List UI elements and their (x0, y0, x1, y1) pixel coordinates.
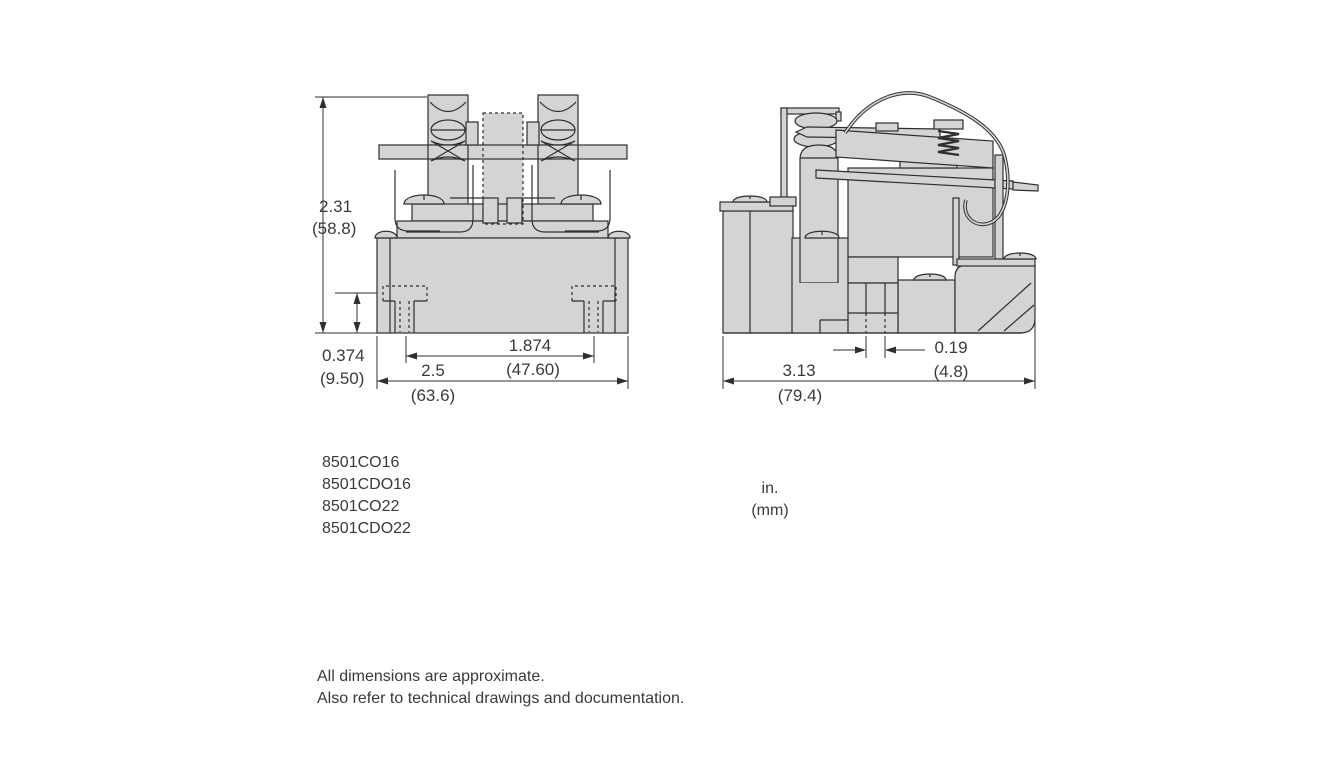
screw-arc-left (429, 101, 467, 113)
model-item: 8501CDO22 (322, 520, 411, 537)
housing-base (376, 237, 629, 334)
center-notch-left (482, 197, 499, 224)
chamfer-lines (977, 282, 1035, 332)
base-shelf (897, 279, 956, 334)
screw-arc-right (539, 101, 577, 113)
clamp-saddle-right (540, 140, 576, 162)
dim-front-height-mm: (58.8) (312, 219, 356, 238)
mount-boss (847, 282, 899, 334)
dim-side-depth-in: 3.13 (782, 361, 815, 380)
mounting-bar-fill (379, 145, 627, 159)
dim-front-width-in: 2.5 (421, 361, 445, 380)
lead-wire-core (844, 92, 1009, 226)
mount-slot-right (572, 300, 616, 333)
model-item: 8501CO16 (322, 454, 400, 471)
footer-line-2: Also refer to technical drawings and doc… (317, 690, 685, 707)
side-left-column (722, 210, 794, 334)
bracket-lip (835, 111, 842, 122)
dim-side-depth-mm: (79.4) (778, 386, 822, 405)
armature-rod-tip (1012, 181, 1039, 192)
bracket-foot (769, 196, 797, 207)
contact-post (799, 144, 839, 284)
dim-front-width: 2.5 (63.6) (376, 336, 629, 405)
dim-front-width-mm: (63.6) (411, 386, 455, 405)
model-list: 8501CO16 8501CDO16 8501CO22 8501CDO22 (322, 452, 411, 540)
side-view-drawing: 0.19 (4.8) 3.13 (79.4) (719, 91, 1039, 405)
dim-front-slot-height-in: 0.374 (322, 346, 365, 365)
footer-line-1: All dimensions are approximate. (317, 668, 545, 685)
corner-dome-right (607, 230, 631, 239)
dim-front-height-in: 2.31 (319, 197, 352, 216)
base-panel-lines (389, 238, 616, 333)
frame-line (565, 170, 611, 232)
coil-tab-left (465, 121, 479, 146)
coil-block-lower (847, 256, 899, 284)
clamp-saddle-left (430, 140, 466, 162)
units-inches: in. (761, 480, 779, 497)
dim-front-slot-height: 0.374 (9.50) (320, 292, 377, 388)
side-right-plate-top (956, 258, 1036, 267)
units-mm: (mm) (751, 502, 789, 519)
units-label: in. (mm) (728, 478, 812, 522)
armature-plate (835, 129, 994, 169)
mounting-bar (378, 144, 628, 160)
dim-side-slot-width-mm: (4.8) (934, 362, 969, 381)
housing-step-upper (411, 203, 594, 222)
mount-boss-lines (819, 283, 898, 333)
dim-side-depth: 3.13 (79.4) (722, 303, 1036, 405)
dim-front-slot-span-mm: (47.60) (506, 360, 560, 379)
dim-side-slot-width-in: 0.19 (934, 338, 967, 357)
mount-slot-hidden-left (382, 285, 428, 332)
housing-step-lower (396, 220, 609, 239)
dim-front-slot-height-mm: (9.50) (320, 369, 364, 388)
model-item: 8501CDO16 (322, 476, 411, 493)
model-item: 8501CO22 (322, 498, 400, 515)
adjust-spring (937, 129, 960, 157)
dim-front-slot-span-in: 1.874 (509, 336, 552, 355)
frame-line (406, 165, 474, 233)
side-inner-plate (952, 197, 960, 266)
footer-note: All dimensions are approximate. Also ref… (317, 666, 684, 710)
terminal-post-left (427, 94, 469, 206)
dim-front-slot-span: 1.874 (47.60) (405, 336, 595, 379)
dim-front-height: 2.31 (58.8) (312, 96, 427, 334)
frame-line (531, 165, 599, 233)
bracket-post (780, 107, 788, 199)
front-view-drawing: 2.31 (58.8) 0.374 (9.50) 1.874 (47.60) (312, 94, 631, 405)
corner-dome-left (374, 230, 398, 239)
coil-tab-right (526, 121, 540, 146)
frame-line (394, 170, 440, 232)
side-right-block (954, 264, 1036, 334)
coil-hidden-outline (482, 112, 524, 225)
mount-slot-left (383, 300, 427, 333)
dim-side-slot-width: 0.19 (4.8) (833, 336, 968, 381)
mount-slot-hidden-right (571, 285, 617, 332)
armature-tab (875, 122, 899, 132)
center-notch-right (506, 197, 523, 224)
adjust-screw-head (933, 119, 964, 130)
terminal-post-right (537, 94, 579, 206)
